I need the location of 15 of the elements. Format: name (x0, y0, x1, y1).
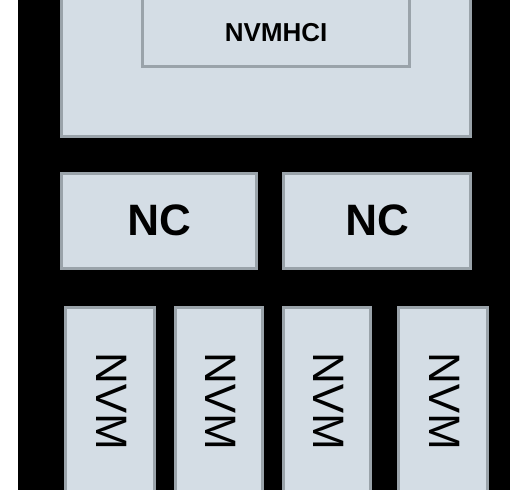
controller-box (282, 172, 472, 270)
box-label: NC (345, 196, 409, 246)
memory-module-box (64, 306, 156, 490)
controller-box (60, 172, 258, 270)
memory-module-box (282, 306, 372, 490)
controller-interface-box (141, 0, 411, 68)
box-label: NVM (302, 352, 352, 450)
box-label: NC (127, 196, 191, 246)
box-label: NVMHCI (224, 17, 328, 48)
memory-module-box (397, 306, 489, 490)
memory-module-box (174, 306, 264, 490)
box-label: NVM (418, 352, 468, 450)
box-label: NVM (194, 352, 244, 450)
host-interface-panel (60, 0, 472, 138)
box-label: NVM (85, 352, 135, 450)
